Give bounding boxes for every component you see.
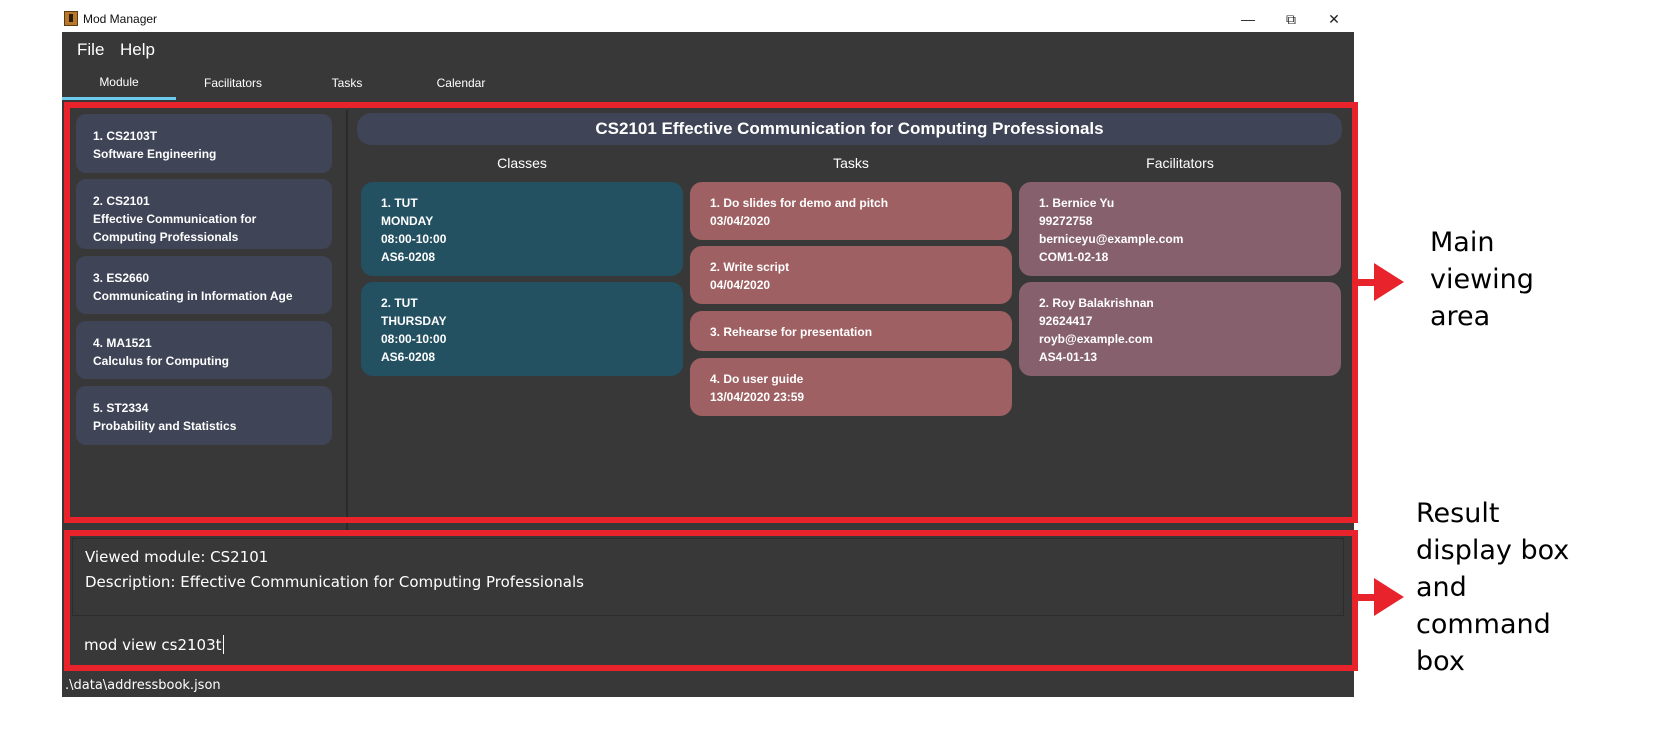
annotation-line: area (1430, 301, 1491, 332)
module-index-code: 1. CS2103T (93, 129, 158, 143)
annotation-main-viewing-area: Main viewing area (1430, 224, 1534, 335)
module-list-item[interactable]: 1. CS2103T Software Engineering (76, 114, 332, 173)
app-icon (64, 11, 78, 26)
module-detail-panel: CS2101 Effective Communication for Compu… (357, 110, 1345, 530)
class-card[interactable]: 2. TUT THURSDAY 08:00-10:00 AS6-0208 (361, 282, 683, 376)
menu-file[interactable]: File (77, 40, 105, 59)
annotation-line: display box (1416, 535, 1570, 566)
class-venue: AS6-0208 (381, 250, 436, 264)
class-day: MONDAY (381, 214, 434, 228)
facilitator-phone: 92624417 (1039, 314, 1093, 328)
app-window: File Help Module Facilitators Tasks Cale… (62, 32, 1354, 697)
tab-module[interactable]: Module (62, 66, 176, 100)
tasks-column-title: Tasks (833, 155, 869, 171)
arrow-right-icon (1374, 263, 1404, 301)
class-card[interactable]: 1. TUT MONDAY 08:00-10:00 AS6-0208 (361, 182, 683, 276)
text-caret (222, 635, 224, 654)
class-index-type: 1. TUT (381, 196, 418, 210)
facilitators-column-title: Facilitators (1146, 155, 1214, 171)
facilitator-email: royb@example.com (1039, 332, 1153, 346)
class-venue: AS6-0208 (381, 350, 436, 364)
class-time: 08:00-10:00 (381, 232, 447, 246)
task-description: 1. Do slides for demo and pitch (710, 196, 889, 210)
task-card[interactable]: 4. Do user guide 13/04/2020 23:59 (690, 358, 1012, 416)
arrow-right-icon (1374, 578, 1404, 616)
window-title: Mod Manager (83, 12, 158, 26)
menu-help[interactable]: Help (120, 40, 155, 59)
facilitator-name: 1. Bernice Yu (1039, 196, 1115, 210)
data-file-path: .\data\addressbook.json (65, 678, 221, 693)
class-index-type: 2. TUT (381, 296, 418, 310)
annotation-line: Result (1416, 498, 1500, 529)
module-list-item[interactable]: 4. MA1521 Calculus for Computing (76, 321, 332, 379)
module-index-code: 3. ES2660 (93, 271, 150, 285)
tab-tasks[interactable]: Tasks (331, 76, 363, 90)
facilitator-phone: 99272758 (1039, 214, 1093, 228)
status-bar: .\data\addressbook.json (62, 675, 1354, 697)
classes-column-title: Classes (497, 155, 547, 171)
minimize-icon[interactable]: — (1241, 11, 1255, 27)
panel-divider[interactable] (346, 110, 348, 530)
tab-bar: Module Facilitators Tasks Calendar (62, 66, 1354, 100)
restore-icon[interactable]: ⧉ (1286, 10, 1296, 27)
annotation-result-command: Result display box and command box (1416, 495, 1569, 680)
task-description: 2. Write script (710, 260, 790, 274)
module-index-code: 4. MA1521 (93, 336, 152, 350)
module-list-item[interactable]: 3. ES2660 Communicating in Information A… (76, 256, 332, 314)
command-text: mod view cs2103t (84, 636, 222, 654)
annotation-line: command (1416, 609, 1551, 640)
module-name: Communicating in Information Age (93, 289, 293, 303)
facilitator-name: 2. Roy Balakrishnan (1039, 296, 1154, 310)
task-card[interactable]: 1. Do slides for demo and pitch 03/04/20… (690, 182, 1012, 240)
module-detail-header: CS2101 Effective Communication for Compu… (357, 113, 1342, 145)
task-date: 03/04/2020 (710, 214, 771, 228)
annotation-line: viewing (1430, 264, 1534, 295)
facilitator-office: AS4-01-13 (1039, 350, 1098, 364)
class-time: 08:00-10:00 (381, 332, 447, 346)
task-description: 4. Do user guide (710, 372, 804, 386)
task-description: 3. Rehearse for presentation (710, 325, 873, 339)
facilitator-card[interactable]: 2. Roy Balakrishnan 92624417 royb@exampl… (1019, 282, 1341, 376)
module-list-item[interactable]: 2. CS2101 Effective Communication for Co… (76, 179, 332, 249)
arrow-shaft (1358, 279, 1376, 286)
command-input[interactable]: mod view cs2103t (72, 623, 1344, 665)
annotation-line: box (1416, 646, 1465, 677)
tab-facilitators[interactable]: Facilitators (203, 76, 262, 90)
module-list: 1. CS2103T Software Engineering 2. CS210… (72, 110, 346, 530)
module-name: Probability and Statistics (93, 419, 237, 433)
module-name: Software Engineering (93, 147, 217, 161)
result-line: Description: Effective Communication for… (85, 573, 584, 591)
facilitator-email: berniceyu@example.com (1039, 232, 1184, 246)
module-name-cont: Computing Professionals (93, 230, 239, 244)
task-date: 13/04/2020 23:59 (710, 390, 805, 404)
close-icon[interactable]: ✕ (1328, 10, 1340, 27)
facilitator-card[interactable]: 1. Bernice Yu 99272758 berniceyu@example… (1019, 182, 1341, 276)
task-card[interactable]: 2. Write script 04/04/2020 (690, 246, 1012, 304)
task-date: 04/04/2020 (710, 278, 771, 292)
annotation-line: and (1416, 572, 1467, 603)
tab-calendar[interactable]: Calendar (436, 76, 486, 90)
module-name: Calculus for Computing (93, 354, 229, 368)
module-index-code: 2. CS2101 (93, 194, 150, 208)
title-bar: Mod Manager — ⧉ ✕ (62, 8, 1354, 32)
menu-bar: File Help (62, 32, 1354, 66)
result-display: Viewed module: CS2101 Description: Effec… (72, 538, 1344, 616)
result-line: Viewed module: CS2101 (85, 548, 269, 566)
module-list-item[interactable]: 5. ST2334 Probability and Statistics (76, 386, 332, 445)
arrow-shaft (1358, 594, 1376, 601)
annotation-line: Main (1430, 227, 1495, 258)
class-day: THURSDAY (381, 314, 447, 328)
module-name: Effective Communication for (93, 212, 257, 226)
task-card[interactable]: 3. Rehearse for presentation (690, 311, 1012, 351)
facilitator-office: COM1-02-18 (1039, 250, 1109, 264)
module-index-code: 5. ST2334 (93, 401, 149, 415)
